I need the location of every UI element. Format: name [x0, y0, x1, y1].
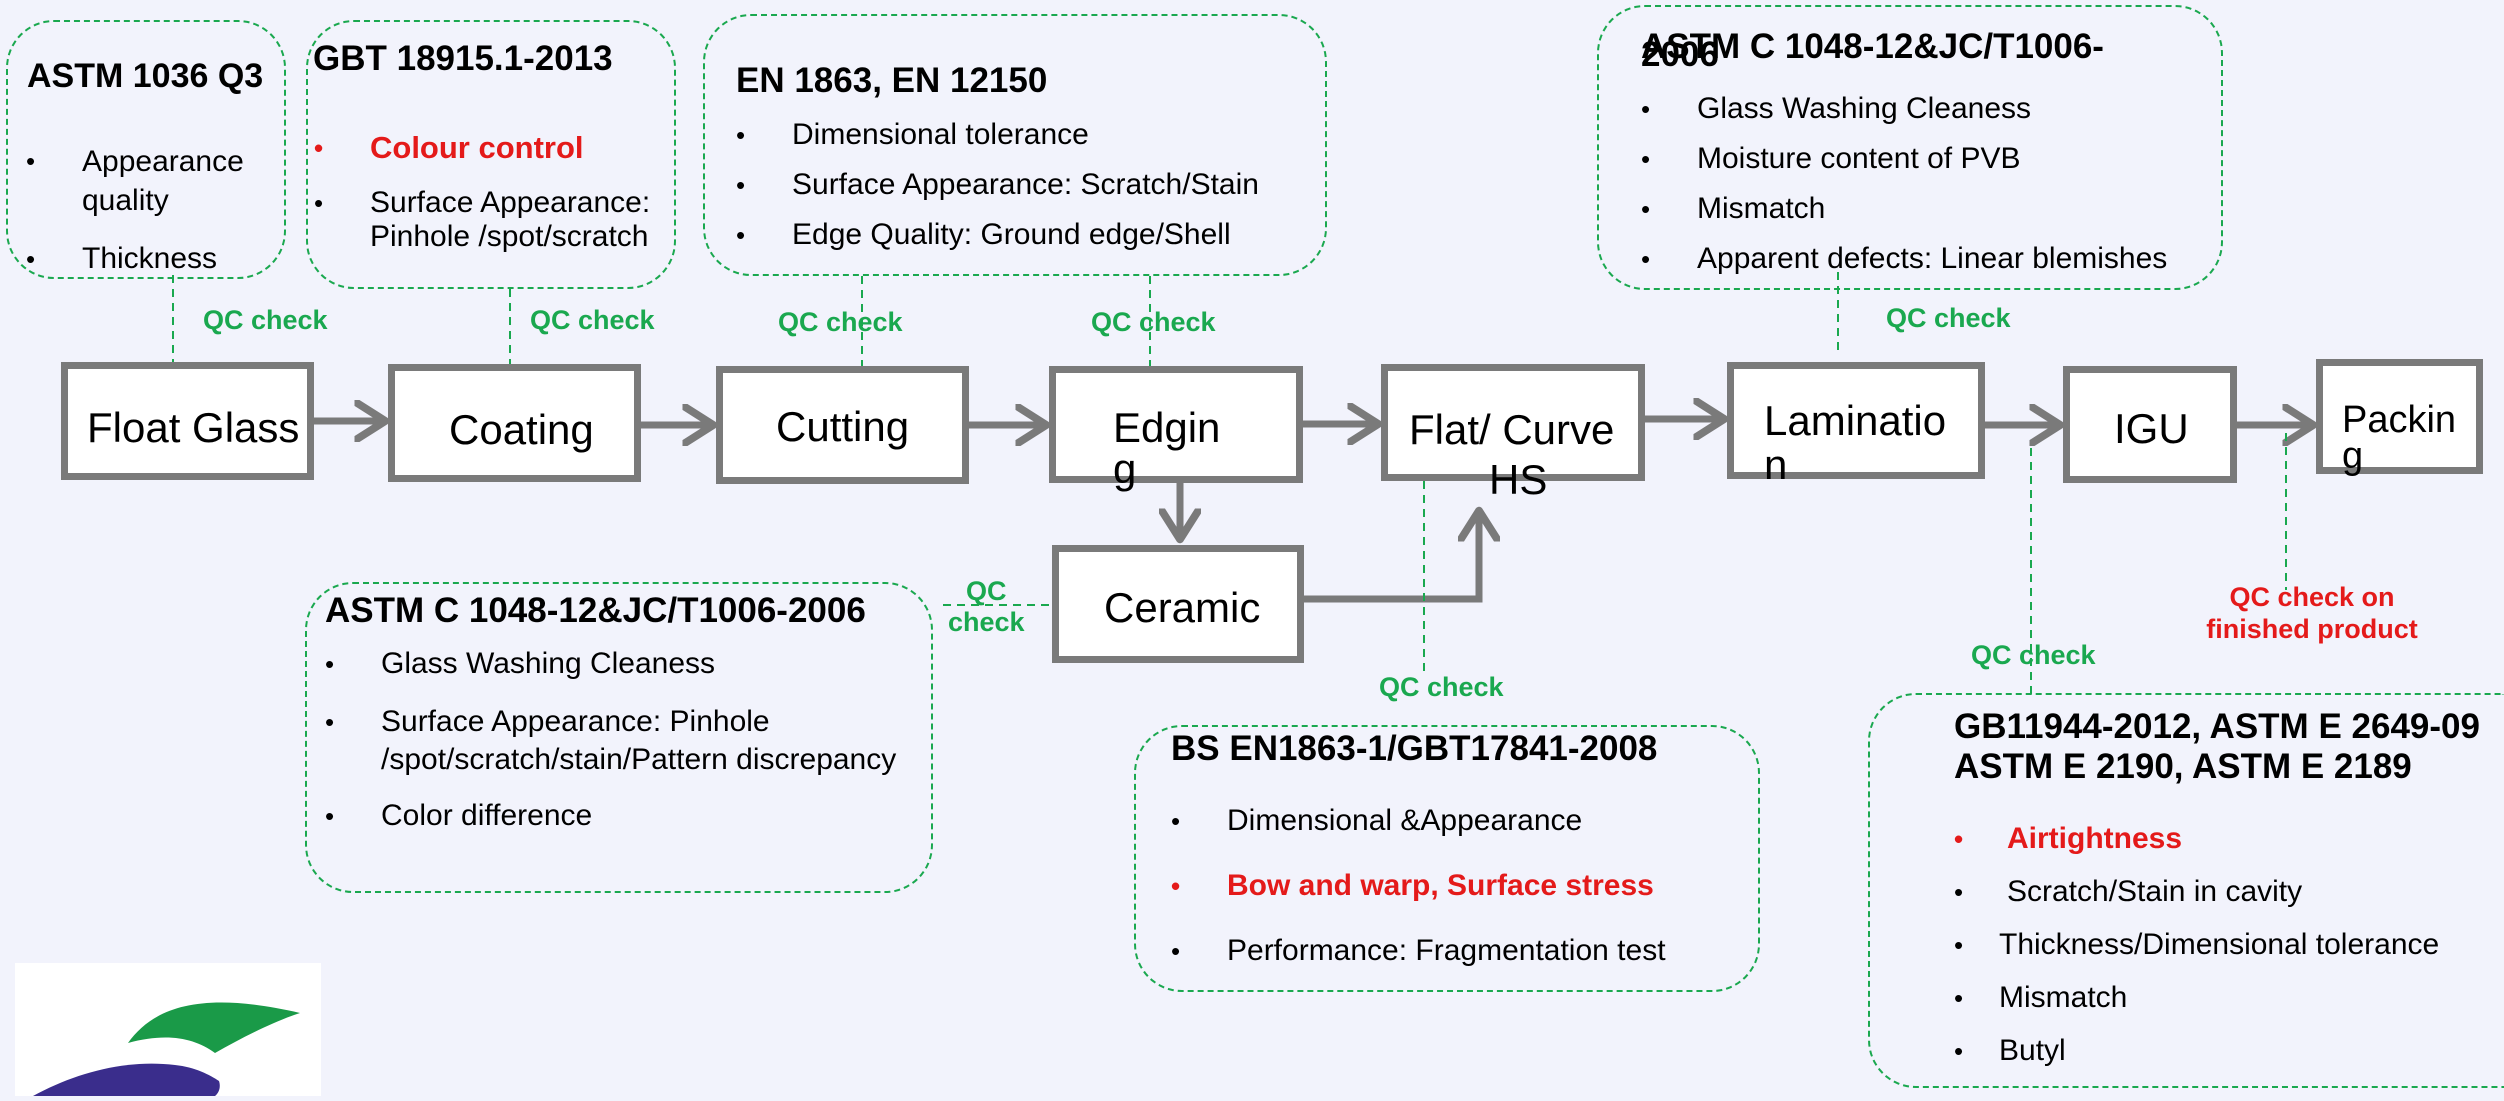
qc-check-label: QC check	[778, 307, 903, 337]
qc-check-label: QC check	[1379, 672, 1504, 702]
standard-item: Thickness	[26, 240, 286, 278]
qc-dashed-connectors	[172, 272, 2287, 694]
process-label: Edgin	[1113, 404, 1221, 451]
process-label-wrap: HS	[1489, 456, 1548, 503]
qc-check-label: check	[948, 607, 1025, 637]
standard-item: Edge Quality: Ground edge/Shell	[736, 216, 1326, 254]
logo-mark-icon	[33, 1002, 300, 1096]
process-label: Float Glass	[87, 404, 300, 451]
standard-item: Butyl	[1954, 1032, 2504, 1070]
standard-item: Mismatch	[1954, 979, 2504, 1017]
process-edging: Edgin g	[1049, 366, 1303, 492]
process-label: Flat/ Curve	[1409, 406, 1615, 453]
process-label-wrap: g	[2342, 435, 2364, 477]
process-ceramic: Ceramic	[1052, 545, 1304, 663]
qc-check-label: QC check	[530, 305, 655, 335]
qc-check-finished-line1: QC check on	[2229, 582, 2395, 612]
standard-item: Thickness/Dimensional tolerance	[1954, 926, 2504, 964]
standard-item: Moisture content of PVB	[1641, 140, 2221, 178]
standard-item-highlight: Bow and warp, Surface stress	[1171, 867, 1761, 905]
standard-box-float-glass: ASTM 1036 Q3 Appearance quality Thicknes…	[6, 20, 286, 279]
standard-item: Appearance quality	[26, 142, 286, 220]
process-label: IGU	[2114, 405, 2189, 452]
standard-box-lamination: ASTM C 1048-12&JC/T1006- 2006 Glass Wash…	[1597, 5, 2223, 290]
standard-item-highlight: Airtightness	[1954, 820, 2504, 858]
qc-check-label: QC check	[203, 305, 328, 335]
standard-title-overflow: 2006	[1641, 35, 1719, 74]
standard-title: ASTM E 2190, ASTM E 2189	[1954, 747, 2412, 786]
process-float-glass: Float Glass	[61, 362, 314, 480]
qc-check-label: QC check	[1971, 640, 2096, 670]
process-coating: Coating	[388, 364, 641, 482]
process-cutting: Cutting	[716, 366, 969, 484]
standard-title: ASTM C 1048-12&JC/T1006-	[1641, 27, 2104, 66]
standard-title: EN 1863, EN 12150	[736, 61, 1048, 100]
standard-title: GBT 18915.1-2013	[313, 39, 613, 78]
standard-item: Mismatch	[1641, 190, 2221, 228]
qc-check-finished-line2: finished product	[2206, 614, 2418, 644]
standard-title: ASTM C 1048-12&JC/T1006-2006	[325, 591, 866, 630]
process-label-wrap: g	[1113, 445, 1137, 492]
qc-check-label: QC	[966, 576, 1007, 606]
process-label-wrap: n	[1764, 441, 1788, 488]
standard-title: BS EN1863-1/GBT17841-2008	[1171, 729, 1658, 768]
process-label: Packin	[2342, 399, 2457, 441]
standard-item-highlight: Colour control	[314, 129, 674, 167]
standard-item: Surface Appearance: Pinhole /spot/scratc…	[314, 186, 674, 254]
standard-item: Color difference	[325, 797, 935, 835]
standard-item: Performance: Fragmentation test	[1171, 932, 1761, 970]
process-flat-curve-hs: Flat/ Curve HS	[1381, 364, 1645, 503]
process-label: Laminatio	[1764, 397, 1947, 444]
standard-box-ceramic: ASTM C 1048-12&JC/T1006-2006 Glass Washi…	[305, 582, 933, 893]
standard-box-coating: GBT 18915.1-2013 Colour control Surface …	[306, 20, 676, 289]
process-lamination: Laminatio n	[1727, 362, 1985, 488]
process-igu: IGU	[2063, 366, 2237, 483]
standard-item: Dimensional &Appearance	[1171, 802, 1761, 840]
standard-title: ASTM 1036 Q3	[27, 57, 264, 95]
process-packing: Packin g	[2316, 359, 2483, 477]
standard-item: Scratch/Stain in cavity	[1954, 873, 2504, 911]
standard-box-flat-curve: BS EN1863-1/GBT17841-2008 Dimensional &A…	[1134, 725, 1760, 992]
standard-title: GB11944-2012, ASTM E 2649-09	[1954, 707, 2480, 746]
standard-item: Apparent defects: Linear blemishes	[1641, 240, 2221, 278]
qc-check-finished-product: QC check on finished product	[2184, 581, 2440, 645]
company-logo	[15, 963, 321, 1096]
process-label: Ceramic	[1104, 584, 1261, 631]
standard-item: Dimensional tolerance	[736, 116, 1326, 154]
standard-item: Glass Washing Cleaness	[325, 645, 935, 683]
flow-arrows	[312, 419, 2312, 603]
process-label: Cutting	[776, 403, 910, 450]
standard-item: Surface Appearance: Pinhole /spot/scratc…	[325, 703, 935, 779]
standard-item: Surface Appearance: Scratch/Stain	[736, 166, 1326, 204]
qc-check-label: QC check	[1886, 303, 2011, 333]
process-label: Coating	[449, 406, 594, 453]
qc-check-label: QC check	[1091, 307, 1216, 337]
standard-box-igu: GB11944-2012, ASTM E 2649-09 ASTM E 2190…	[1868, 693, 2504, 1088]
standard-box-cutting: EN 1863, EN 12150 Dimensional tolerance …	[703, 14, 1327, 276]
standard-item: Glass Washing Cleaness	[1641, 90, 2221, 128]
